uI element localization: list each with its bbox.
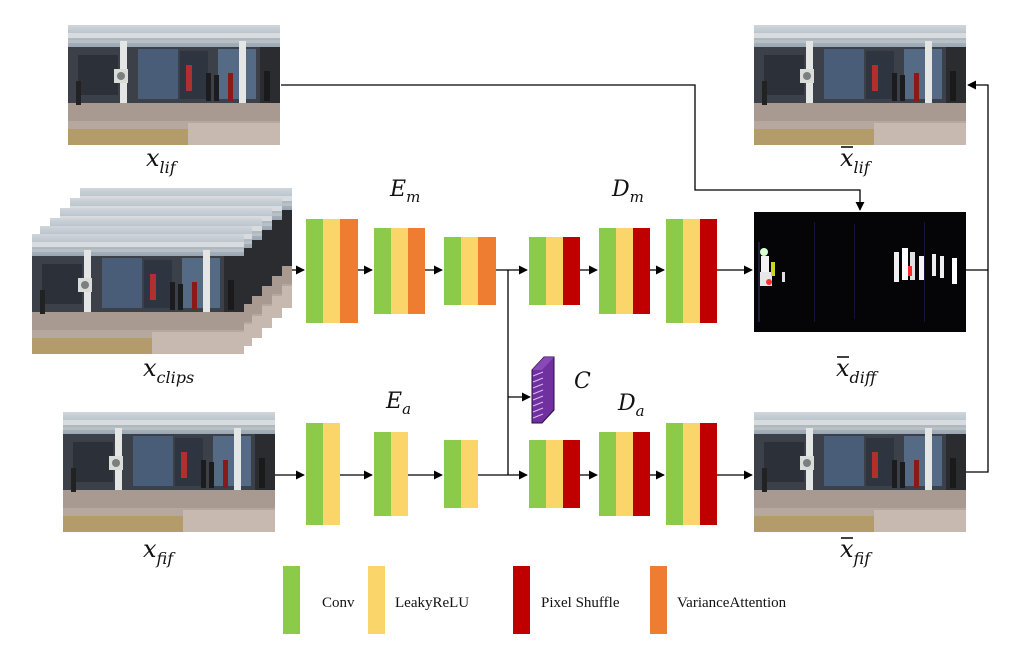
legend-item-variance-attention: VarianceAttention <box>650 566 787 634</box>
label-x-fif: xfif <box>143 535 176 568</box>
leakyrelu-layer <box>546 237 563 305</box>
svg-text:Em: Em <box>389 177 420 206</box>
svg-text:Da: Da <box>617 391 645 420</box>
pixel-shuffle-layer <box>633 432 650 516</box>
motion-encoder-block-2 <box>374 228 425 314</box>
motion-decoder-block-1 <box>529 237 580 305</box>
leakyrelu-layer <box>323 423 340 525</box>
svg-text:C: C <box>574 369 591 394</box>
input-image-clips-stack <box>32 188 292 354</box>
leakyrelu-layer <box>391 228 408 314</box>
svg-text:LeakyReLU: LeakyReLU <box>395 595 469 611</box>
appearance-decoder-block-3 <box>666 423 717 525</box>
arrow-fif-sum <box>966 270 989 473</box>
connections <box>275 80 989 480</box>
leakyrelu-layer <box>546 440 563 508</box>
conv-layer <box>374 432 391 516</box>
leakyrelu-layer <box>461 237 478 305</box>
motion-encoder-block-1 <box>306 219 358 323</box>
output-image-last-frame <box>754 25 966 145</box>
leakyrelu-layer <box>461 440 478 508</box>
variance-attention-layer <box>340 219 358 323</box>
leakyrelu-layer <box>391 432 408 516</box>
motion-decoder-block-3 <box>666 219 717 323</box>
conv-layer <box>374 228 391 314</box>
pixel-shuffle-layer <box>700 219 717 323</box>
svg-text:Ea: Ea <box>385 389 411 418</box>
label-motion-decoder: Dm <box>611 177 644 206</box>
pixel-shuffle-layer <box>633 228 650 314</box>
legend-swatch-variance-attention <box>650 566 667 634</box>
appearance-decoder-block-1 <box>529 440 580 508</box>
input-image-first-frame <box>63 412 275 532</box>
motion-encoder-block-3 <box>444 237 496 305</box>
label-xbar-diff: xdiff <box>836 354 879 387</box>
svg-text:xfif: xfif <box>143 535 176 568</box>
legend: Conv LeakyReLU Pixel Shuffle VarianceAtt… <box>283 566 787 634</box>
variance-attention-layer <box>408 228 425 314</box>
svg-text:xlif: xlif <box>146 144 179 177</box>
legend-swatch-pixel-shuffle <box>513 566 530 634</box>
appearance-encoder-block-3 <box>444 440 478 508</box>
leakyrelu-layer <box>323 219 340 323</box>
appearance-encoder-block-1 <box>306 423 340 525</box>
pixel-shuffle-layer <box>563 237 580 305</box>
conv-layer <box>306 219 323 323</box>
output-difference-map <box>754 212 966 332</box>
legend-item-leakyrelu: LeakyReLU <box>368 566 469 634</box>
input-image-last-frame <box>68 25 280 145</box>
legend-swatch-leakyrelu <box>368 566 385 634</box>
arrow-lif-to-diff <box>281 84 865 211</box>
leakyrelu-layer <box>616 228 633 314</box>
label-xbar-fif: xfif <box>840 535 873 568</box>
conv-layer <box>306 423 323 525</box>
svg-text:xfif: xfif <box>840 535 873 568</box>
legend-swatch-conv <box>283 566 300 634</box>
output-image-first-frame <box>754 412 966 532</box>
svg-text:xclips: xclips <box>143 354 194 387</box>
label-codebook: C <box>574 369 591 394</box>
label-xbar-lif: xlif <box>840 144 873 177</box>
motion-decoder-block-2 <box>599 228 650 314</box>
svg-text:Conv: Conv <box>322 595 355 611</box>
label-appearance-decoder: Da <box>617 391 645 420</box>
svg-text:Dm: Dm <box>611 177 644 206</box>
conv-layer <box>529 237 546 305</box>
svg-text:Pixel Shuffle: Pixel Shuffle <box>541 595 620 611</box>
svg-text:VarianceAttention: VarianceAttention <box>677 595 787 611</box>
label-motion-encoder: Em <box>389 177 420 206</box>
leakyrelu-layer <box>616 432 633 516</box>
label-appearance-encoder: Ea <box>385 389 411 418</box>
conv-layer <box>599 432 616 516</box>
codebook-block <box>531 356 555 424</box>
label-x-clips: xclips <box>143 354 194 387</box>
conv-layer <box>444 237 461 305</box>
legend-item-pixel-shuffle: Pixel Shuffle <box>513 566 620 634</box>
pixel-shuffle-layer <box>563 440 580 508</box>
leakyrelu-layer <box>683 423 700 525</box>
svg-text:xlif: xlif <box>840 144 873 177</box>
appearance-encoder-block-2 <box>374 432 408 516</box>
variance-attention-layer <box>478 237 496 305</box>
leakyrelu-layer <box>683 219 700 323</box>
conv-layer <box>666 423 683 525</box>
label-x-lif: xlif <box>146 144 179 177</box>
conv-layer <box>599 228 616 314</box>
svg-text:xdiff: xdiff <box>836 354 879 387</box>
conv-layer <box>666 219 683 323</box>
conv-layer <box>529 440 546 508</box>
arrow-sum-to-lif <box>967 80 989 270</box>
pixel-shuffle-layer <box>700 423 717 525</box>
appearance-decoder-block-2 <box>599 432 650 516</box>
conv-layer <box>444 440 461 508</box>
legend-item-conv: Conv <box>283 566 355 634</box>
